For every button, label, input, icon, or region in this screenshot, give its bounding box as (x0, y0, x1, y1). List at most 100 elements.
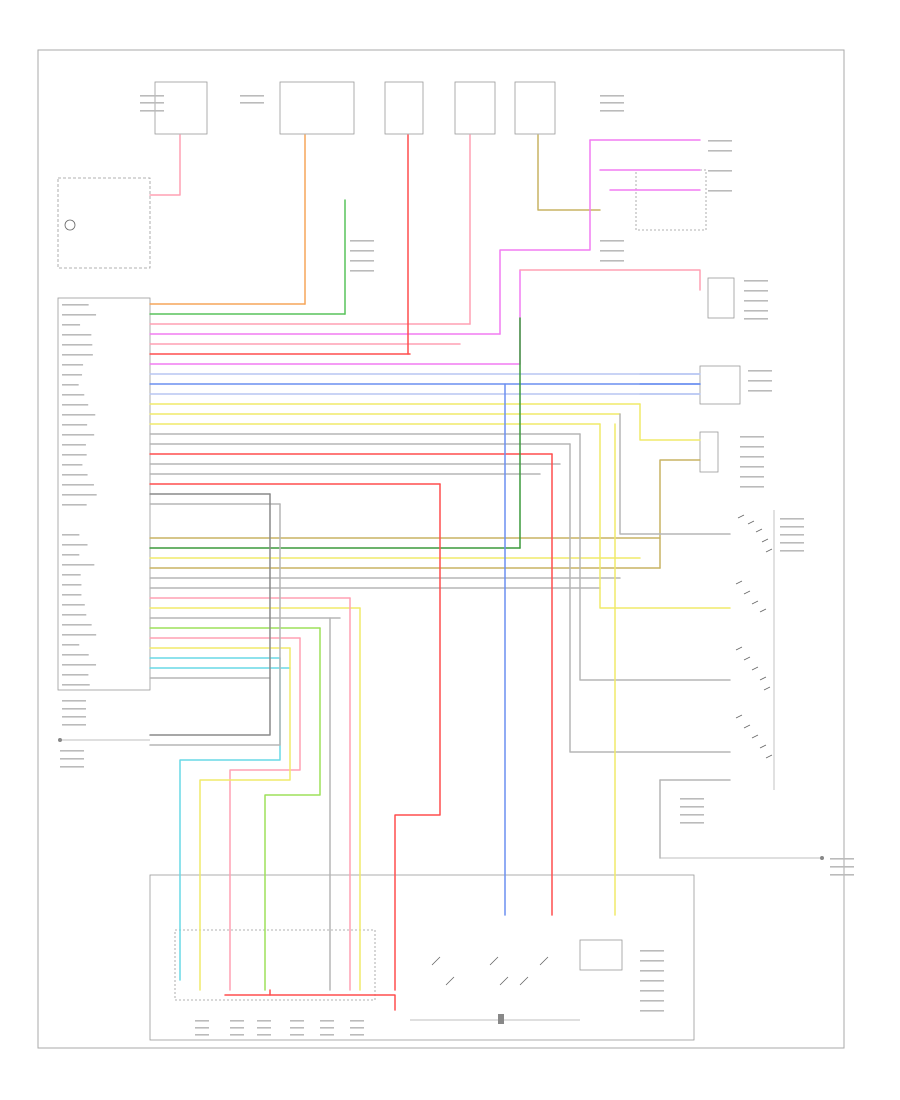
label-mark (600, 260, 624, 262)
label-marks (60, 95, 854, 1036)
label-mark (62, 444, 86, 446)
red-bottom-loop (225, 995, 395, 1010)
label-mark (62, 594, 81, 596)
label-mark (62, 684, 90, 686)
label-mark (62, 304, 89, 306)
label-mark (640, 1010, 664, 1012)
label-mark (640, 980, 664, 982)
ground-point (660, 856, 824, 860)
label-mark (740, 436, 764, 438)
label-mark (195, 1034, 209, 1036)
label-mark (62, 534, 79, 536)
label-mark (600, 95, 624, 97)
label-mark (600, 110, 624, 112)
label-mark (257, 1034, 271, 1036)
label-mark (62, 654, 89, 656)
label-mark (62, 334, 91, 336)
label-mark (240, 95, 264, 97)
ground-wire-2 (150, 504, 280, 745)
label-mark (748, 390, 772, 392)
temp-sensor-box (580, 940, 622, 970)
indicator-lamp-icon (65, 220, 75, 230)
label-mark (62, 544, 88, 546)
label-mark (830, 858, 854, 860)
solenoid-switches (410, 957, 580, 1024)
label-mark (350, 270, 374, 272)
label-mark (62, 674, 88, 676)
label-mark (320, 1020, 334, 1022)
label-mark (62, 504, 87, 506)
label-mark (62, 324, 80, 326)
label-mark (600, 250, 624, 252)
label-mark (195, 1027, 209, 1029)
label-mark (62, 716, 86, 718)
pink-wire-right (520, 270, 700, 290)
label-mark (60, 766, 84, 768)
label-mark (350, 1027, 364, 1029)
label-mark (350, 240, 374, 242)
label-mark (708, 170, 732, 172)
label-mark (240, 102, 264, 104)
label-mark (320, 1034, 334, 1036)
label-mark (680, 822, 704, 824)
label-mark (350, 1034, 364, 1036)
lime-drop (265, 628, 320, 990)
label-mark (780, 526, 804, 528)
label-mark (62, 484, 94, 486)
label-mark (60, 758, 84, 760)
label-mark (744, 318, 768, 320)
label-mark (350, 250, 374, 252)
olive-right (660, 460, 700, 568)
label-mark (62, 624, 92, 626)
label-mark (740, 456, 764, 458)
label-mark (744, 290, 768, 292)
ground-wire-1 (150, 494, 270, 735)
range-switch (736, 510, 774, 790)
label-mark (140, 110, 164, 112)
label-mark (740, 446, 764, 448)
label-mark (680, 798, 704, 800)
label-mark (290, 1034, 304, 1036)
label-mark (780, 518, 804, 520)
instrument-cluster-box (58, 178, 150, 268)
label-mark (748, 370, 772, 372)
label-mark (62, 414, 95, 416)
label-mark (680, 806, 704, 808)
label-mark (62, 724, 86, 726)
label-mark (62, 634, 96, 636)
gray-right-3 (570, 444, 730, 752)
diagram-frame (38, 50, 844, 1048)
label-mark (195, 1020, 209, 1022)
label-mark (708, 190, 732, 192)
wire-group (150, 135, 730, 1010)
label-mark (62, 434, 94, 436)
label-mark (830, 874, 854, 876)
label-mark (640, 970, 664, 972)
label-mark (708, 150, 732, 152)
label-mark (62, 424, 87, 426)
label-mark (230, 1020, 244, 1022)
label-mark (780, 550, 804, 552)
label-mark (62, 574, 81, 576)
ground-symbol-icon (498, 1014, 504, 1024)
label-mark (230, 1027, 244, 1029)
label-mark (140, 102, 164, 104)
label-mark (640, 1000, 664, 1002)
label-mark (62, 708, 86, 710)
label-mark (257, 1020, 271, 1022)
label-mark (62, 344, 92, 346)
label-mark (748, 380, 772, 382)
label-mark (62, 564, 94, 566)
right-components (636, 170, 740, 472)
pressure-switch-box (175, 930, 375, 1000)
label-mark (62, 604, 85, 606)
label-mark (640, 950, 664, 952)
magenta-wire-b (500, 140, 590, 334)
label-mark (62, 374, 82, 376)
yellow-drop-3 (200, 648, 290, 990)
label-mark (62, 354, 93, 356)
label-mark (290, 1020, 304, 1022)
transmission-box (150, 875, 694, 1040)
label-mark (640, 960, 664, 962)
